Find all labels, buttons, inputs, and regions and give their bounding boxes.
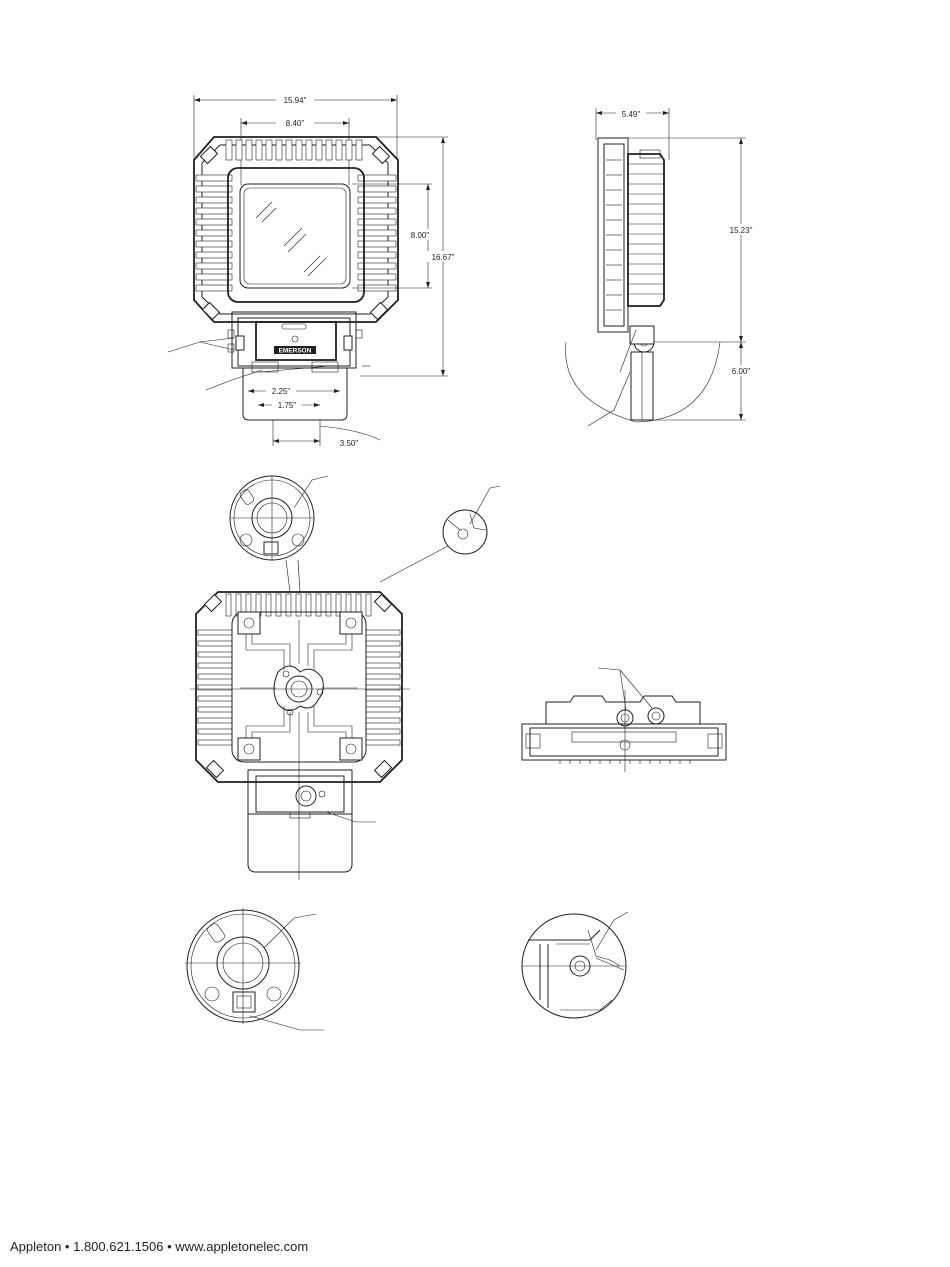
- back-view: [190, 476, 500, 880]
- side-view: 5.49": [566, 108, 758, 426]
- dim-side-swing: 6.00": [732, 367, 751, 376]
- dim-bracket-2-25: 2.25": [272, 387, 291, 396]
- dim-front-width: 15.94": [284, 96, 307, 105]
- footer-contact: Appleton • 1.800.621.1506 • www.appleton…: [10, 1239, 308, 1254]
- edge-view: [522, 668, 726, 772]
- dim-side-depth: 5.49": [622, 110, 641, 119]
- brand-plate: EMERSON: [279, 348, 312, 355]
- front-view: 15.94" 8.40": [168, 94, 460, 448]
- dim-front-lens-height: 8.00": [411, 231, 430, 240]
- dim-bracket-1-75: 1.75": [278, 401, 297, 410]
- dim-front-inner-width: 8.40": [286, 119, 305, 128]
- detail-large-left: [185, 908, 324, 1030]
- detail-large-right: [522, 912, 628, 1018]
- dim-bracket-3-50: 3.50": [340, 439, 359, 448]
- dim-front-height: 16.67": [432, 253, 455, 262]
- dim-side-height: 15.23": [730, 226, 753, 235]
